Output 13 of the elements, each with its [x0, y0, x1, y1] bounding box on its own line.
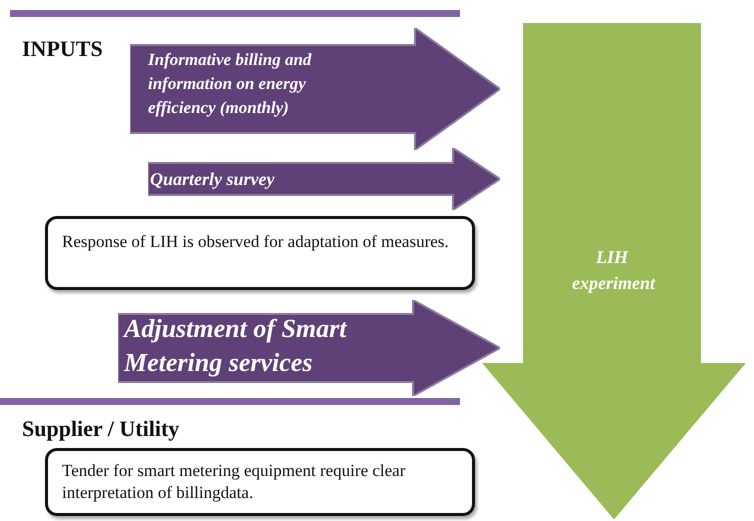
section-heading: INPUTS — [22, 36, 103, 62]
section-heading: Supplier / Utility — [22, 416, 180, 442]
down-arrow-shape — [480, 22, 748, 521]
note-text: Response of LIH is observed for adaptation of measures. — [62, 231, 450, 253]
arrow-shape — [118, 300, 500, 396]
arrow-label: Quarterly survey — [150, 168, 276, 191]
note-box — [45, 216, 475, 290]
arrow-label: Informative billing and information on energy efficiency (monthly) — [148, 49, 312, 119]
arrow-shape — [130, 28, 500, 150]
arrow-shape — [148, 148, 500, 210]
note-box — [45, 448, 475, 516]
note-text: Tender for smart metering equipment require clear interpretation of billingdata. — [62, 460, 406, 504]
arrow-label: Adjustment of Smart Metering services — [124, 313, 348, 379]
